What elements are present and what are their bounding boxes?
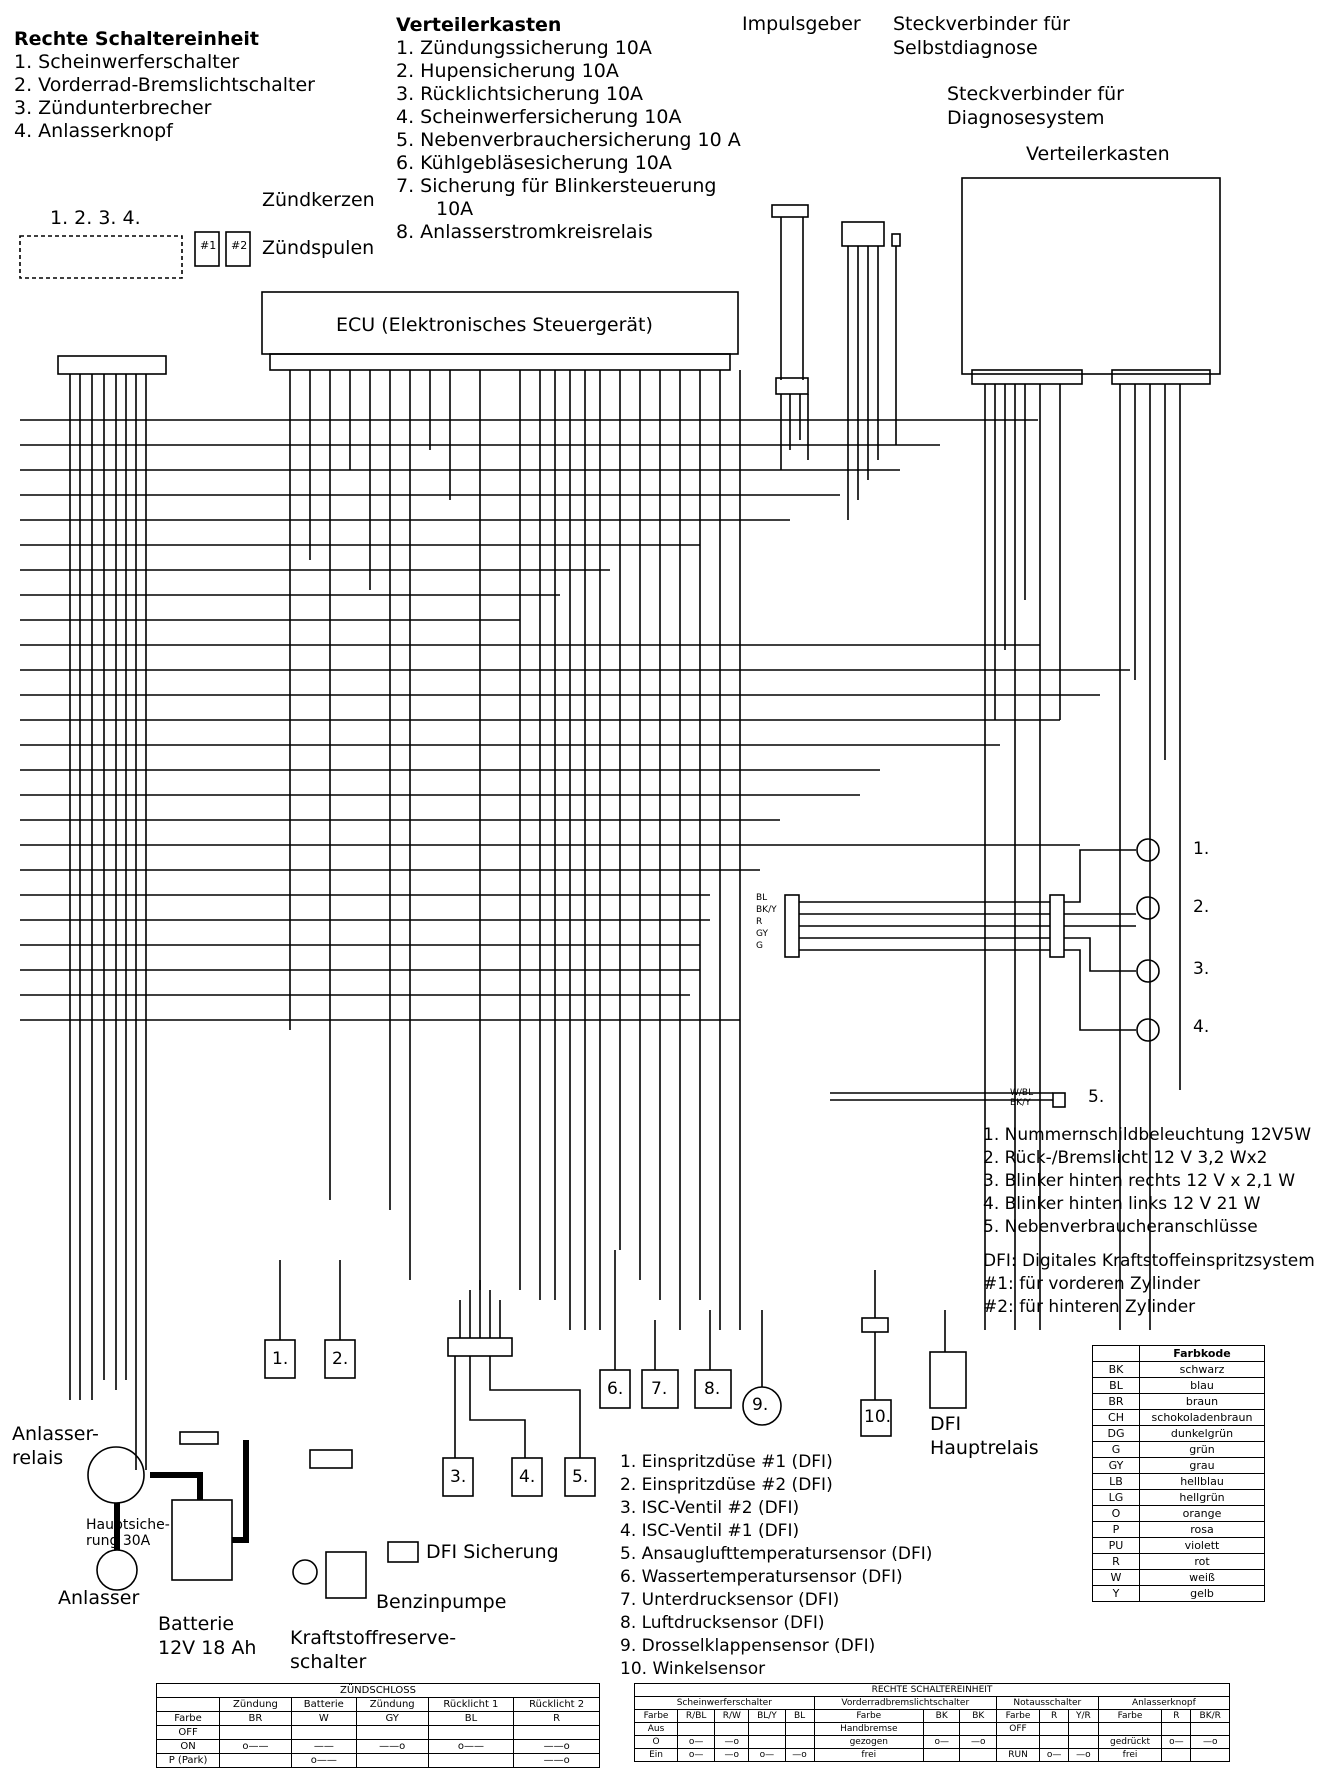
diag-label-1: Steckverbinder für — [947, 83, 1124, 105]
ignition-switch-table: ZÜNDSCHLOSS Zündung Batterie Zündung Rüc… — [155, 1683, 600, 1768]
right-switch-item-1: 1. Scheinwerferschalter — [14, 51, 240, 73]
dfi-relay-label-2: Hauptrelais — [930, 1437, 1039, 1459]
component-number-2: 2. — [332, 1349, 349, 1369]
component-number-7: 7. — [651, 1379, 668, 1399]
dfi-notes: DFI: Digitales Kraftstoffeinspritzsystem… — [983, 1250, 1315, 1319]
component-number-8: 8. — [704, 1379, 721, 1399]
rear-light-item-2: 2. Rück-/Bremslicht 12 V 3,2 Wx2 — [983, 1148, 1268, 1168]
component-item-6: 6. Wassertemperatursensor (DFI) — [620, 1567, 903, 1587]
junction-box-right-label: Verteilerkasten — [1026, 143, 1170, 165]
rear-light-number-4: 4. — [1193, 1017, 1210, 1037]
component-item-4: 4. ISC-Ventil #1 (DFI) — [620, 1521, 800, 1541]
coil-2-label: #2 — [231, 239, 248, 252]
switch-table-title: RECHTE SCHALTEREINHEIT — [634, 1683, 1230, 1697]
rear-light-item-5: 5. Nebenverbraucheranschlüsse — [983, 1217, 1258, 1237]
rear-hub-wire-codes: BL BK/Y R GY G — [756, 893, 777, 951]
component-item-9: 9. Drosselklappensensor (DFI) — [620, 1636, 876, 1656]
component-number-1: 1. — [272, 1349, 289, 1369]
rear-light-number-5: 5. — [1088, 1087, 1105, 1107]
rear-light-number-2: 2. — [1193, 897, 1210, 917]
starter-label: Anlasser — [58, 1587, 140, 1609]
component-item-3: 3. ISC-Ventil #2 (DFI) — [620, 1498, 800, 1518]
junction-box-item-7: 7. Sicherung für Blinkersteuerung — [396, 175, 717, 197]
component-number-10: 10. — [864, 1407, 892, 1427]
dfi-note-1: DFI: Digitales Kraftstoffeinspritzsystem — [983, 1251, 1315, 1271]
ecu-label: ECU (Elektronisches Steuergerät) — [336, 314, 653, 336]
main-fuse-label-2: rung 30A — [86, 1533, 151, 1549]
junction-box-item-8: 8. Anlasserstromkreisrelais — [396, 221, 653, 243]
junction-box-item-2: 2. Hupensicherung 10A — [396, 60, 619, 82]
junction-box-item-3: 3. Rücklichtsicherung 10A — [396, 83, 644, 105]
component-number-5: 5. — [572, 1467, 589, 1487]
diag-label-2: Diagnosesystem — [947, 107, 1105, 129]
pickup-label: Impulsgeber — [742, 13, 861, 35]
right-switch-item-4: 4. Anlasserknopf — [14, 120, 173, 142]
junction-box-legend: Verteilerkasten 1. Zündungssicherung 10A… — [396, 14, 741, 244]
junction-box-title: Verteilerkasten — [396, 14, 562, 36]
right-switch-item-2: 2. Vorderrad-Bremslichtschalter — [14, 74, 315, 96]
main-fuse-label-1: Hauptsiche- — [86, 1517, 170, 1533]
component-item-7: 7. Unterdrucksensor (DFI) — [620, 1590, 840, 1610]
junction-box-item-6: 6. Kühlgebläsesicherung 10A — [396, 152, 672, 174]
battery-label-2: 12V 18 Ah — [158, 1637, 257, 1659]
dfi-note-2: #1: für vorderen Zylinder — [983, 1274, 1201, 1294]
component-number-9: 9. — [752, 1395, 769, 1415]
coil-1-label: #1 — [200, 239, 217, 252]
rear-light-item-3: 3. Blinker hinten rechts 12 V x 2,1 W — [983, 1171, 1296, 1191]
rear-light-item-4: 4. Blinker hinten links 12 V 21 W — [983, 1194, 1261, 1214]
rear-light-legend: 1. Nummernschildbeleuchtung 12V5W 2. Rüc… — [983, 1124, 1311, 1239]
ignition-table-title: ZÜNDSCHLOSS — [156, 1683, 600, 1698]
battery-label-1: Batterie — [158, 1613, 235, 1635]
component-item-2: 2. Einspritzdüse #2 (DFI) — [620, 1475, 833, 1495]
component-number-4: 4. — [519, 1467, 536, 1487]
component-item-8: 8. Luftdrucksensor (DFI) — [620, 1613, 825, 1633]
component-item-5: 5. Ansauglufttemperatursensor (DFI) — [620, 1544, 933, 1564]
rear-light-number-3: 3. — [1193, 959, 1210, 979]
fuel-reserve-label-1: Kraftstoffreserve- — [290, 1627, 457, 1649]
junction-box-item-5: 5. Nebenverbrauchersicherung 10 A — [396, 129, 741, 151]
rear-light-item-1: 1. Nummernschildbeleuchtung 12V5W — [983, 1125, 1311, 1145]
right-switch-title: Rechte Schaltereinheit — [14, 28, 259, 50]
junction-box-item-1: 1. Zündungssicherung 10A — [396, 37, 652, 59]
rear-light-number-1: 1. — [1193, 839, 1210, 859]
dfi-note-3: #2: für hinteren Zylinder — [983, 1297, 1196, 1317]
color-code-header: Farbkode — [1139, 1345, 1265, 1362]
junction-box-item-4: 4. Scheinwerfersicherung 10A — [396, 106, 682, 128]
fuel-reserve-label-2: schalter — [290, 1651, 367, 1673]
aux-wire-codes: W/BL BK/Y — [1010, 1088, 1034, 1108]
selfdiag-label-1: Steckverbinder für — [893, 13, 1070, 35]
component-number-3: 3. — [450, 1467, 467, 1487]
right-switch-legend: Rechte Schaltereinheit 1. Scheinwerfersc… — [14, 28, 315, 143]
fuel-pump-label: Benzinpumpe — [376, 1591, 507, 1613]
junction-box-item-7b: 10A — [436, 198, 474, 220]
component-item-10: 10. Winkelsensor — [620, 1659, 766, 1679]
spark-plugs-label: Zündkerzen — [262, 189, 375, 211]
dfi-relay-label-1: DFI — [930, 1413, 962, 1435]
right-switch-table: RECHTE SCHALTEREINHEIT Scheinwerferschal… — [633, 1683, 1231, 1762]
right-switch-item-3: 3. Zündunterbrecher — [14, 97, 212, 119]
starter-relay-label-2: relais — [12, 1447, 64, 1469]
ignition-coils-label: Zündspulen — [262, 237, 375, 259]
dfi-fuse-label: DFI Sicherung — [426, 1541, 559, 1563]
component-number-6: 6. — [607, 1379, 624, 1399]
starter-relay-label-1: Anlasser- — [12, 1423, 99, 1445]
switch-numbers: 1. 2. 3. 4. — [50, 207, 141, 229]
selfdiag-label-2: Selbstdiagnose — [893, 37, 1038, 59]
junction-box — [961, 177, 1221, 375]
component-legend: 1. Einspritzdüse #1 (DFI) 2. Einspritzdü… — [620, 1451, 932, 1681]
component-item-1: 1. Einspritzdüse #1 (DFI) — [620, 1452, 833, 1472]
